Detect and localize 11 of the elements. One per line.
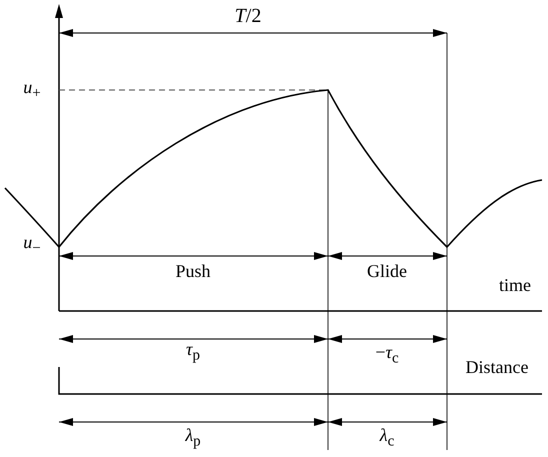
phase-label: Glide: [367, 262, 407, 282]
half-period-label: T/2: [234, 5, 262, 27]
axis-value-label: u$_{+}$: [23, 78, 41, 102]
distance-label: λ$_{p}$: [185, 426, 201, 450]
duration-label: τ$_{p}$: [186, 340, 200, 364]
duration-label: −τ$_{c}$: [375, 342, 399, 368]
axis-label: time: [499, 276, 531, 296]
axis-label: Distance: [466, 358, 528, 378]
axis-value-label: u$_{−}$: [23, 232, 41, 258]
phase-label: Push: [176, 262, 210, 282]
distance-label: λ$_{c}$: [380, 426, 394, 450]
